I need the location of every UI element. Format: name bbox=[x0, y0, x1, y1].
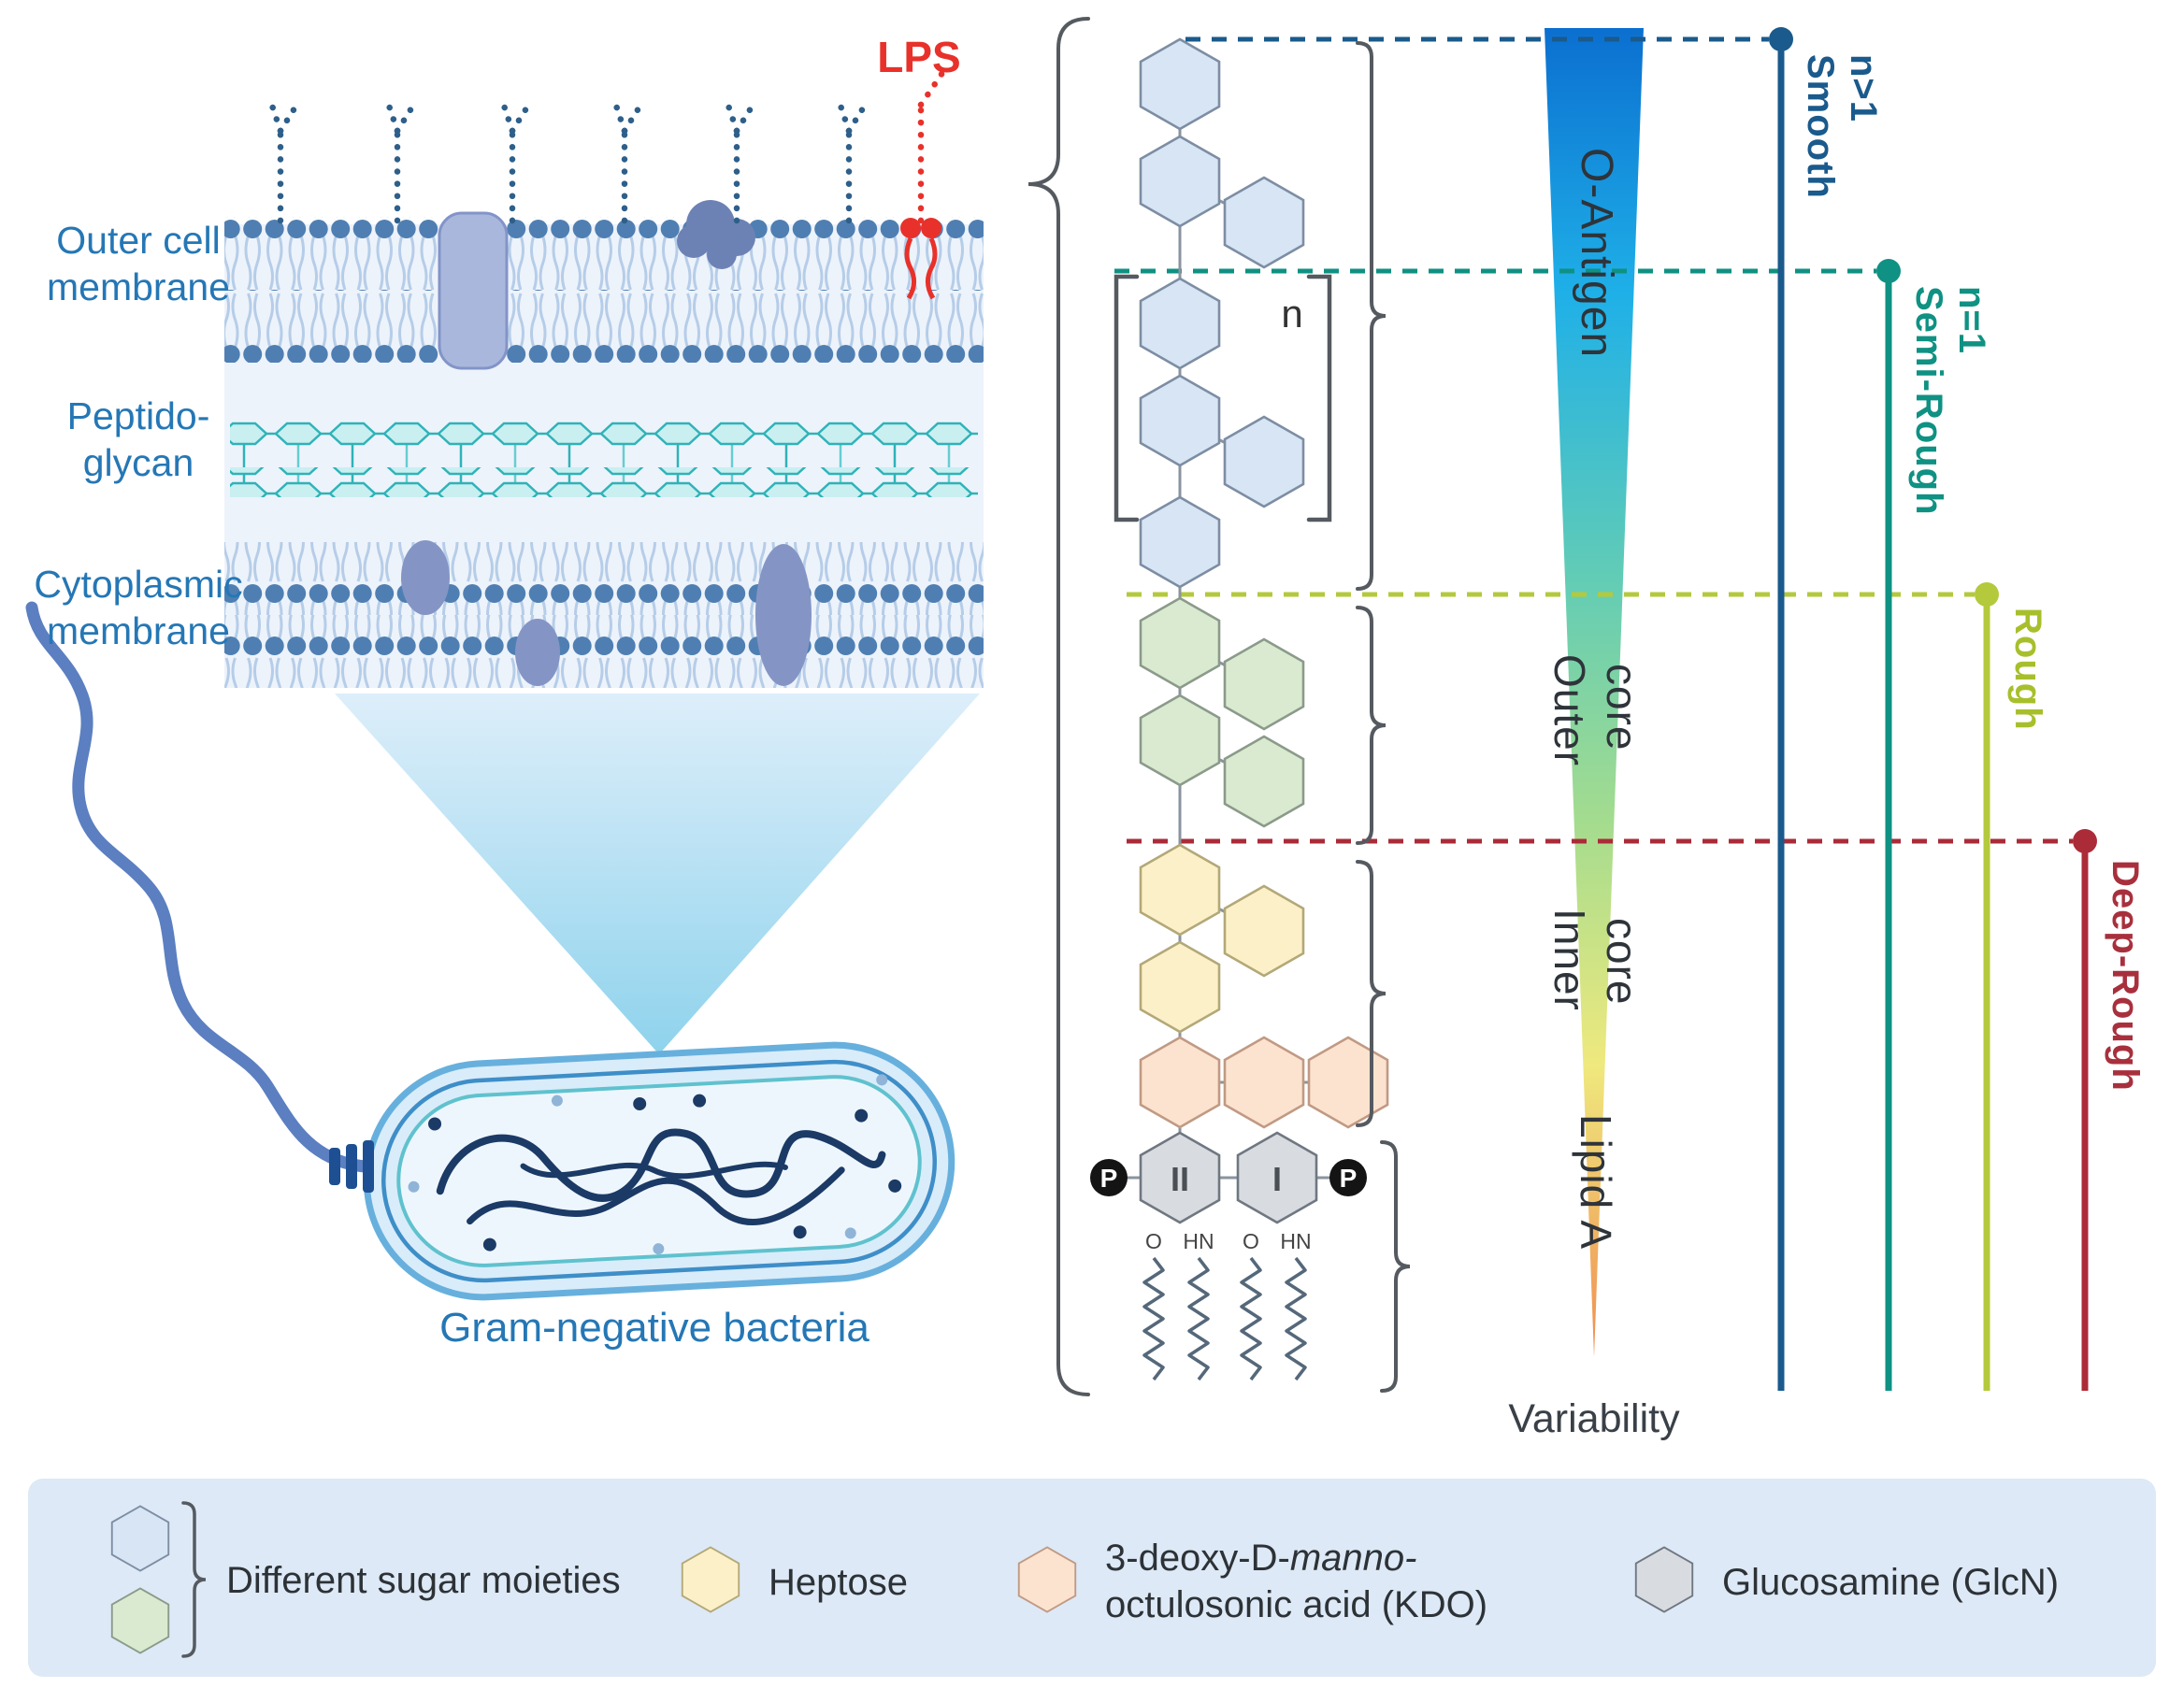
inner-core-word2: core bbox=[1598, 918, 1646, 1006]
membrane-channel-protein bbox=[438, 211, 509, 370]
semi-rough-label: Semi-Rough bbox=[1908, 286, 1949, 516]
amide-link-label: HN bbox=[1280, 1229, 1311, 1253]
ester-link-label: O bbox=[1145, 1229, 1162, 1253]
glucosamine-i-label: I bbox=[1272, 1160, 1282, 1198]
nucleoid-dna bbox=[436, 1128, 886, 1225]
ester-link-label: O bbox=[1243, 1229, 1259, 1253]
outer-membrane-label-line2: membrane bbox=[47, 265, 230, 308]
phosphate-group-right bbox=[1329, 1159, 1367, 1196]
variability-axis-label: Variability bbox=[1508, 1396, 1680, 1441]
o-antigen-brace bbox=[1356, 41, 1387, 591]
bacterium-cell bbox=[363, 1041, 956, 1301]
legend-sugar-label: Different sugar moieties bbox=[226, 1560, 621, 1601]
legend-kdo-label: 3-deoxy-D-manno- octulosonic acid (KDO) bbox=[1105, 1535, 1487, 1628]
phosphate-label: P bbox=[1340, 1164, 1358, 1193]
acyl-chains bbox=[1142, 1256, 1307, 1381]
outer-core-brace bbox=[1356, 606, 1387, 845]
lps-molecules bbox=[271, 101, 868, 221]
bacterium-middle-envelope bbox=[381, 1059, 937, 1283]
outer-membrane-label: Outer cell membrane bbox=[26, 217, 251, 310]
outer-membrane-label-line1: Outer cell bbox=[56, 219, 221, 262]
peptidoglycan-label-line2: glycan bbox=[82, 441, 194, 484]
surface-protein-blob bbox=[677, 200, 755, 269]
cytoplasmic-membrane-label: Cytoplasmic membrane bbox=[26, 561, 251, 654]
flagellum-basal-body bbox=[329, 1140, 374, 1193]
gram-negative-bacteria-label: Gram-negative bacteria bbox=[439, 1305, 869, 1351]
phosphate-group-left bbox=[1090, 1159, 1128, 1196]
variability-gradient-triangle bbox=[1545, 28, 1644, 1357]
membrane-illustration bbox=[224, 69, 984, 1054]
peptidoglycan-label-line1: Peptido- bbox=[66, 394, 210, 437]
lipid-a-brace bbox=[1380, 1140, 1411, 1393]
phosphate-label: P bbox=[1100, 1164, 1118, 1193]
legend-background bbox=[28, 1479, 2156, 1677]
inner-core-brace bbox=[1356, 860, 1387, 1127]
lps-label: LPS bbox=[877, 33, 961, 81]
peptidoglycan-layer bbox=[230, 417, 978, 497]
inner-core-hexagons bbox=[1139, 843, 1389, 1129]
o-antigen-hexagons bbox=[1139, 37, 1305, 589]
rough-label: Rough bbox=[2007, 608, 2048, 731]
o-antigen-section-label: O-Antigen bbox=[1572, 148, 1621, 359]
flagellum bbox=[25, 601, 371, 1173]
cytoplasm-dots bbox=[408, 1074, 888, 1255]
smooth-label: Smooth bbox=[1800, 54, 1841, 199]
rough-endpoint-dot bbox=[1975, 582, 1999, 607]
outer-core-word2: core bbox=[1598, 664, 1646, 751]
legend-kdo-italic: manno- bbox=[1289, 1538, 1417, 1579]
semi-rough-n-label: n=1 bbox=[1951, 286, 1992, 355]
outer-core-word1: Outer bbox=[1545, 654, 1594, 767]
phenotype-lines bbox=[1114, 27, 2097, 1391]
legend-glucosamine-label: Glucosamine (GlcN) bbox=[1722, 1562, 2060, 1603]
lps-structure: P P II I O HN O HN n bbox=[1090, 37, 1411, 1393]
cytoplasmic-membrane-proteins bbox=[401, 540, 812, 686]
repeat-unit-bracket bbox=[1114, 274, 1332, 522]
cytoplasmic-membrane-label-line2: membrane bbox=[47, 609, 230, 652]
lipid-a-unit: P P II I O HN O HN bbox=[1090, 1131, 1367, 1381]
ribosome-dots bbox=[428, 1094, 902, 1252]
repeat-count-label: n bbox=[1281, 292, 1302, 336]
peptidoglycan-label: Peptido- glycan bbox=[26, 393, 251, 486]
cytoplasmic-membrane-label-line1: Cytoplasmic bbox=[34, 563, 243, 606]
legend-bar bbox=[28, 1479, 2156, 1677]
legend-heptose-label: Heptose bbox=[769, 1562, 908, 1603]
semi-rough-endpoint-dot bbox=[1876, 259, 1901, 283]
inner-core-word1: Inner bbox=[1545, 908, 1594, 1011]
zoom-funnel bbox=[335, 694, 980, 1054]
deep-rough-endpoint-dot bbox=[2073, 829, 2097, 853]
smooth-n-label: n>1 bbox=[1843, 54, 1884, 123]
lipid-a-section-label: Lipid A bbox=[1572, 1114, 1620, 1251]
glucosamine-ii-label: II bbox=[1171, 1160, 1189, 1198]
deep-rough-label: Deep-Rough bbox=[2105, 860, 2146, 1092]
cytoplasmic-membrane-bilayer bbox=[224, 542, 984, 688]
smooth-endpoint-dot bbox=[1769, 27, 1793, 51]
legend-kdo-line2: octulosonic acid (KDO) bbox=[1105, 1584, 1488, 1625]
outer-core-hexagons bbox=[1139, 596, 1305, 828]
legend-kdo-line1: 3-deoxy-D-manno- bbox=[1105, 1535, 1487, 1581]
outer-membrane-bilayer bbox=[224, 217, 984, 363]
legend-kdo-normal: 3-deoxy-D- bbox=[1105, 1538, 1290, 1579]
legend-sugar-brace bbox=[181, 1501, 207, 1658]
amide-link-label: HN bbox=[1183, 1229, 1214, 1253]
lps-structure-brace bbox=[1027, 17, 1090, 1396]
lps-molecule-highlight bbox=[900, 69, 946, 300]
